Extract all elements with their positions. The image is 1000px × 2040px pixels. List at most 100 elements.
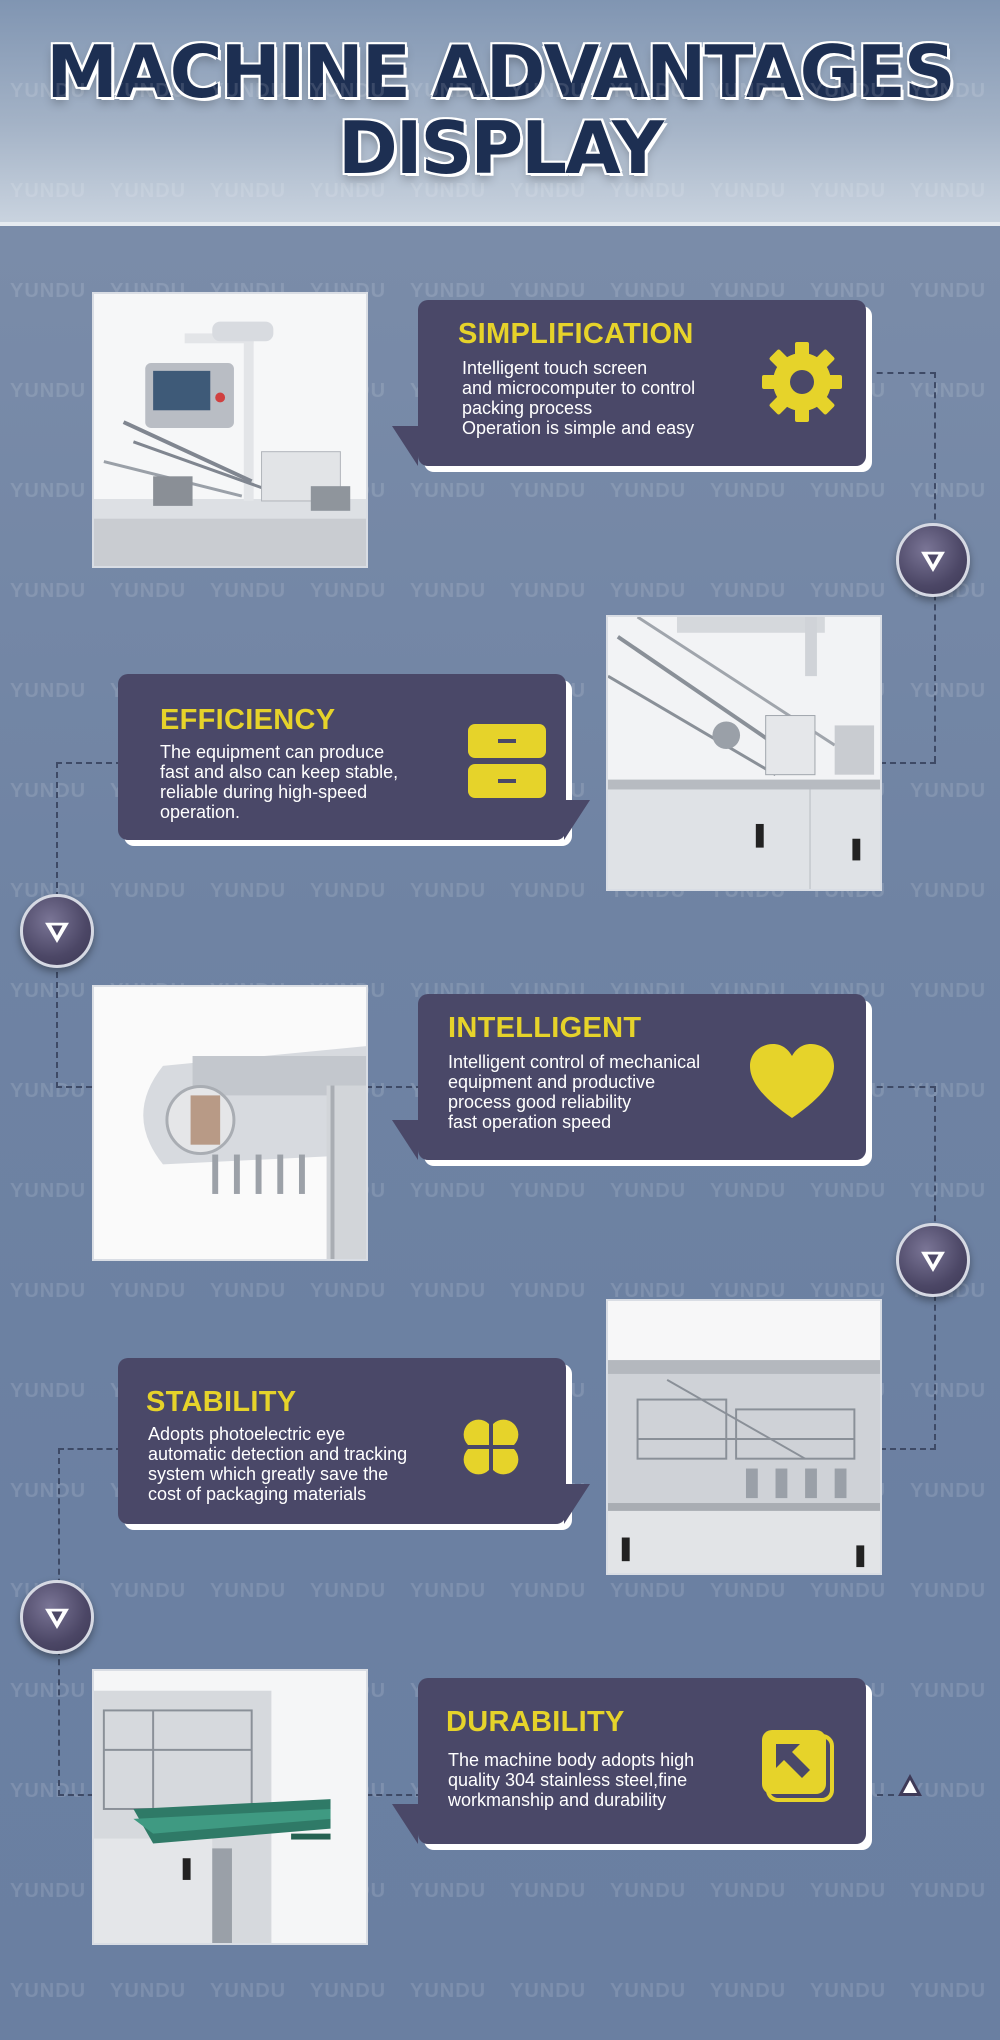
watermark-text: YUNDU <box>110 1980 187 2002</box>
connector-line <box>866 1086 936 1088</box>
watermark-text: YUNDU <box>10 580 87 602</box>
watermark-text: YUNDU <box>910 280 987 302</box>
machine-photo-illustration <box>608 1301 880 1573</box>
watermark-text: YUNDU <box>510 1580 587 1602</box>
watermark-text: YUNDU <box>210 580 287 602</box>
feature-description: The equipment can produce fast and also … <box>160 742 399 822</box>
connector-line <box>866 372 936 374</box>
watermark-text: YUNDU <box>710 580 787 602</box>
watermark-text: YUNDU <box>310 1280 387 1302</box>
watermark-text: YUNDU <box>310 880 387 902</box>
feature-card-simplification: SIMPLIFICATION Intelligent touch screen … <box>392 300 866 466</box>
machine-photo-illustration <box>94 294 366 566</box>
watermark-text: YUNDU <box>910 1480 987 1502</box>
watermark-text: YUNDU <box>410 480 487 502</box>
watermark-text: YUNDU <box>10 780 87 802</box>
watermark-text: YUNDU <box>510 480 587 502</box>
watermark-text: YUNDU <box>10 680 87 702</box>
watermark-text: YUNDU <box>510 580 587 602</box>
feature-title: SIMPLIFICATION <box>458 318 694 350</box>
watermark-text: YUNDU <box>110 1280 187 1302</box>
header-band <box>0 0 1000 226</box>
watermark-text: YUNDU <box>910 1380 987 1402</box>
connector-line <box>880 762 936 764</box>
watermark-text: YUNDU <box>910 680 987 702</box>
connector-line <box>866 1794 916 1796</box>
watermark-text: YUNDU <box>810 1180 887 1202</box>
feature-description: Intelligent control of mechanical equipm… <box>448 1052 701 1132</box>
watermark-text: YUNDU <box>410 580 487 602</box>
watermark-text: YUNDU <box>910 980 987 1002</box>
connector-line <box>58 1448 122 1450</box>
watermark-text: YUNDU <box>310 1580 387 1602</box>
watermark-text: YUNDU <box>10 1480 87 1502</box>
feature-description: Adopts photoelectric eye automatic detec… <box>148 1424 408 1504</box>
watermark-text: YUNDU <box>910 1580 987 1602</box>
title-line-1: MACHINE ADVANTAGES <box>46 30 955 114</box>
card-tail <box>392 1120 418 1160</box>
machine-photo-touchscreen <box>92 292 368 568</box>
watermark-text: YUNDU <box>510 1180 587 1202</box>
machine-photo-illustration <box>94 987 366 1259</box>
watermark-text: YUNDU <box>610 1580 687 1602</box>
machine-photo-illustration <box>94 1671 366 1943</box>
feature-card-intelligent: INTELLIGENT Intelligent control of mecha… <box>392 994 866 1160</box>
feature-title: DURABILITY <box>446 1706 625 1738</box>
watermark-text: YUNDU <box>210 880 287 902</box>
feature-description: Intelligent touch screen and microcomput… <box>462 358 696 438</box>
watermark-text: YUNDU <box>710 1980 787 2002</box>
connector-line <box>56 762 122 764</box>
watermark-text: YUNDU <box>910 880 987 902</box>
watermark-text: YUNDU <box>910 1880 987 1902</box>
four-leaf-icon <box>454 1410 528 1484</box>
drawers-icon <box>466 722 548 800</box>
watermark-text: YUNDU <box>410 880 487 902</box>
machine-photo-illustration <box>608 617 880 889</box>
watermark-text: YUNDU <box>810 1880 887 1902</box>
title-line-2: DISPLAY <box>337 106 664 190</box>
watermark-text: YUNDU <box>610 1880 687 1902</box>
watermark-text: YUNDU <box>510 1880 587 1902</box>
machine-photo-belt <box>92 985 368 1261</box>
watermark-text: YUNDU <box>10 980 87 1002</box>
watermark-text: YUNDU <box>410 1580 487 1602</box>
watermark-text: YUNDU <box>910 1680 987 1702</box>
watermark-text: YUNDU <box>810 1980 887 2002</box>
card-tail <box>564 800 590 840</box>
next-arrow-button <box>20 894 94 968</box>
watermark-text: YUNDU <box>710 1580 787 1602</box>
watermark-text: YUNDU <box>10 1680 87 1702</box>
watermark-text: YUNDU <box>10 1080 87 1102</box>
expand-arrow-icon <box>760 1728 836 1804</box>
feature-title: INTELLIGENT <box>448 1012 642 1044</box>
watermark-text: YUNDU <box>910 780 987 802</box>
watermark-text: YUNDU <box>310 1980 387 2002</box>
gear-icon <box>760 340 844 424</box>
watermark-text: YUNDU <box>510 1280 587 1302</box>
feature-card-stability: STABILITY Adopts photoelectric eye autom… <box>118 1358 590 1524</box>
machine-photo-conveyor <box>606 615 882 891</box>
watermark-text: YUNDU <box>310 580 387 602</box>
watermark-text: YUNDU <box>510 880 587 902</box>
watermark-text: YUNDU <box>710 1880 787 1902</box>
watermark-text: YUNDU <box>210 1980 287 2002</box>
watermark-text: YUNDU <box>110 580 187 602</box>
feature-card-durability: DURABILITY The machine body adopts high … <box>392 1678 866 1844</box>
card-tail <box>392 426 418 466</box>
watermark-text: YUNDU <box>110 1580 187 1602</box>
feature-title: EFFICIENCY <box>160 704 336 736</box>
feature-title: STABILITY <box>146 1386 297 1418</box>
watermark-text: YUNDU <box>10 280 87 302</box>
watermark-text: YUNDU <box>10 1880 87 1902</box>
watermark-text: YUNDU <box>10 1280 87 1302</box>
end-triangle-icon <box>896 1772 924 1800</box>
watermark-text: YUNDU <box>410 1280 487 1302</box>
next-arrow-button <box>20 1580 94 1654</box>
watermark-text: YUNDU <box>910 1980 987 2002</box>
watermark-text: YUNDU <box>110 880 187 902</box>
watermark-text: YUNDU <box>10 1980 87 2002</box>
watermark-text: YUNDU <box>810 480 887 502</box>
watermark-text: YUNDU <box>10 1380 87 1402</box>
watermark-text: YUNDU <box>410 1880 487 1902</box>
heart-icon <box>750 1044 834 1122</box>
